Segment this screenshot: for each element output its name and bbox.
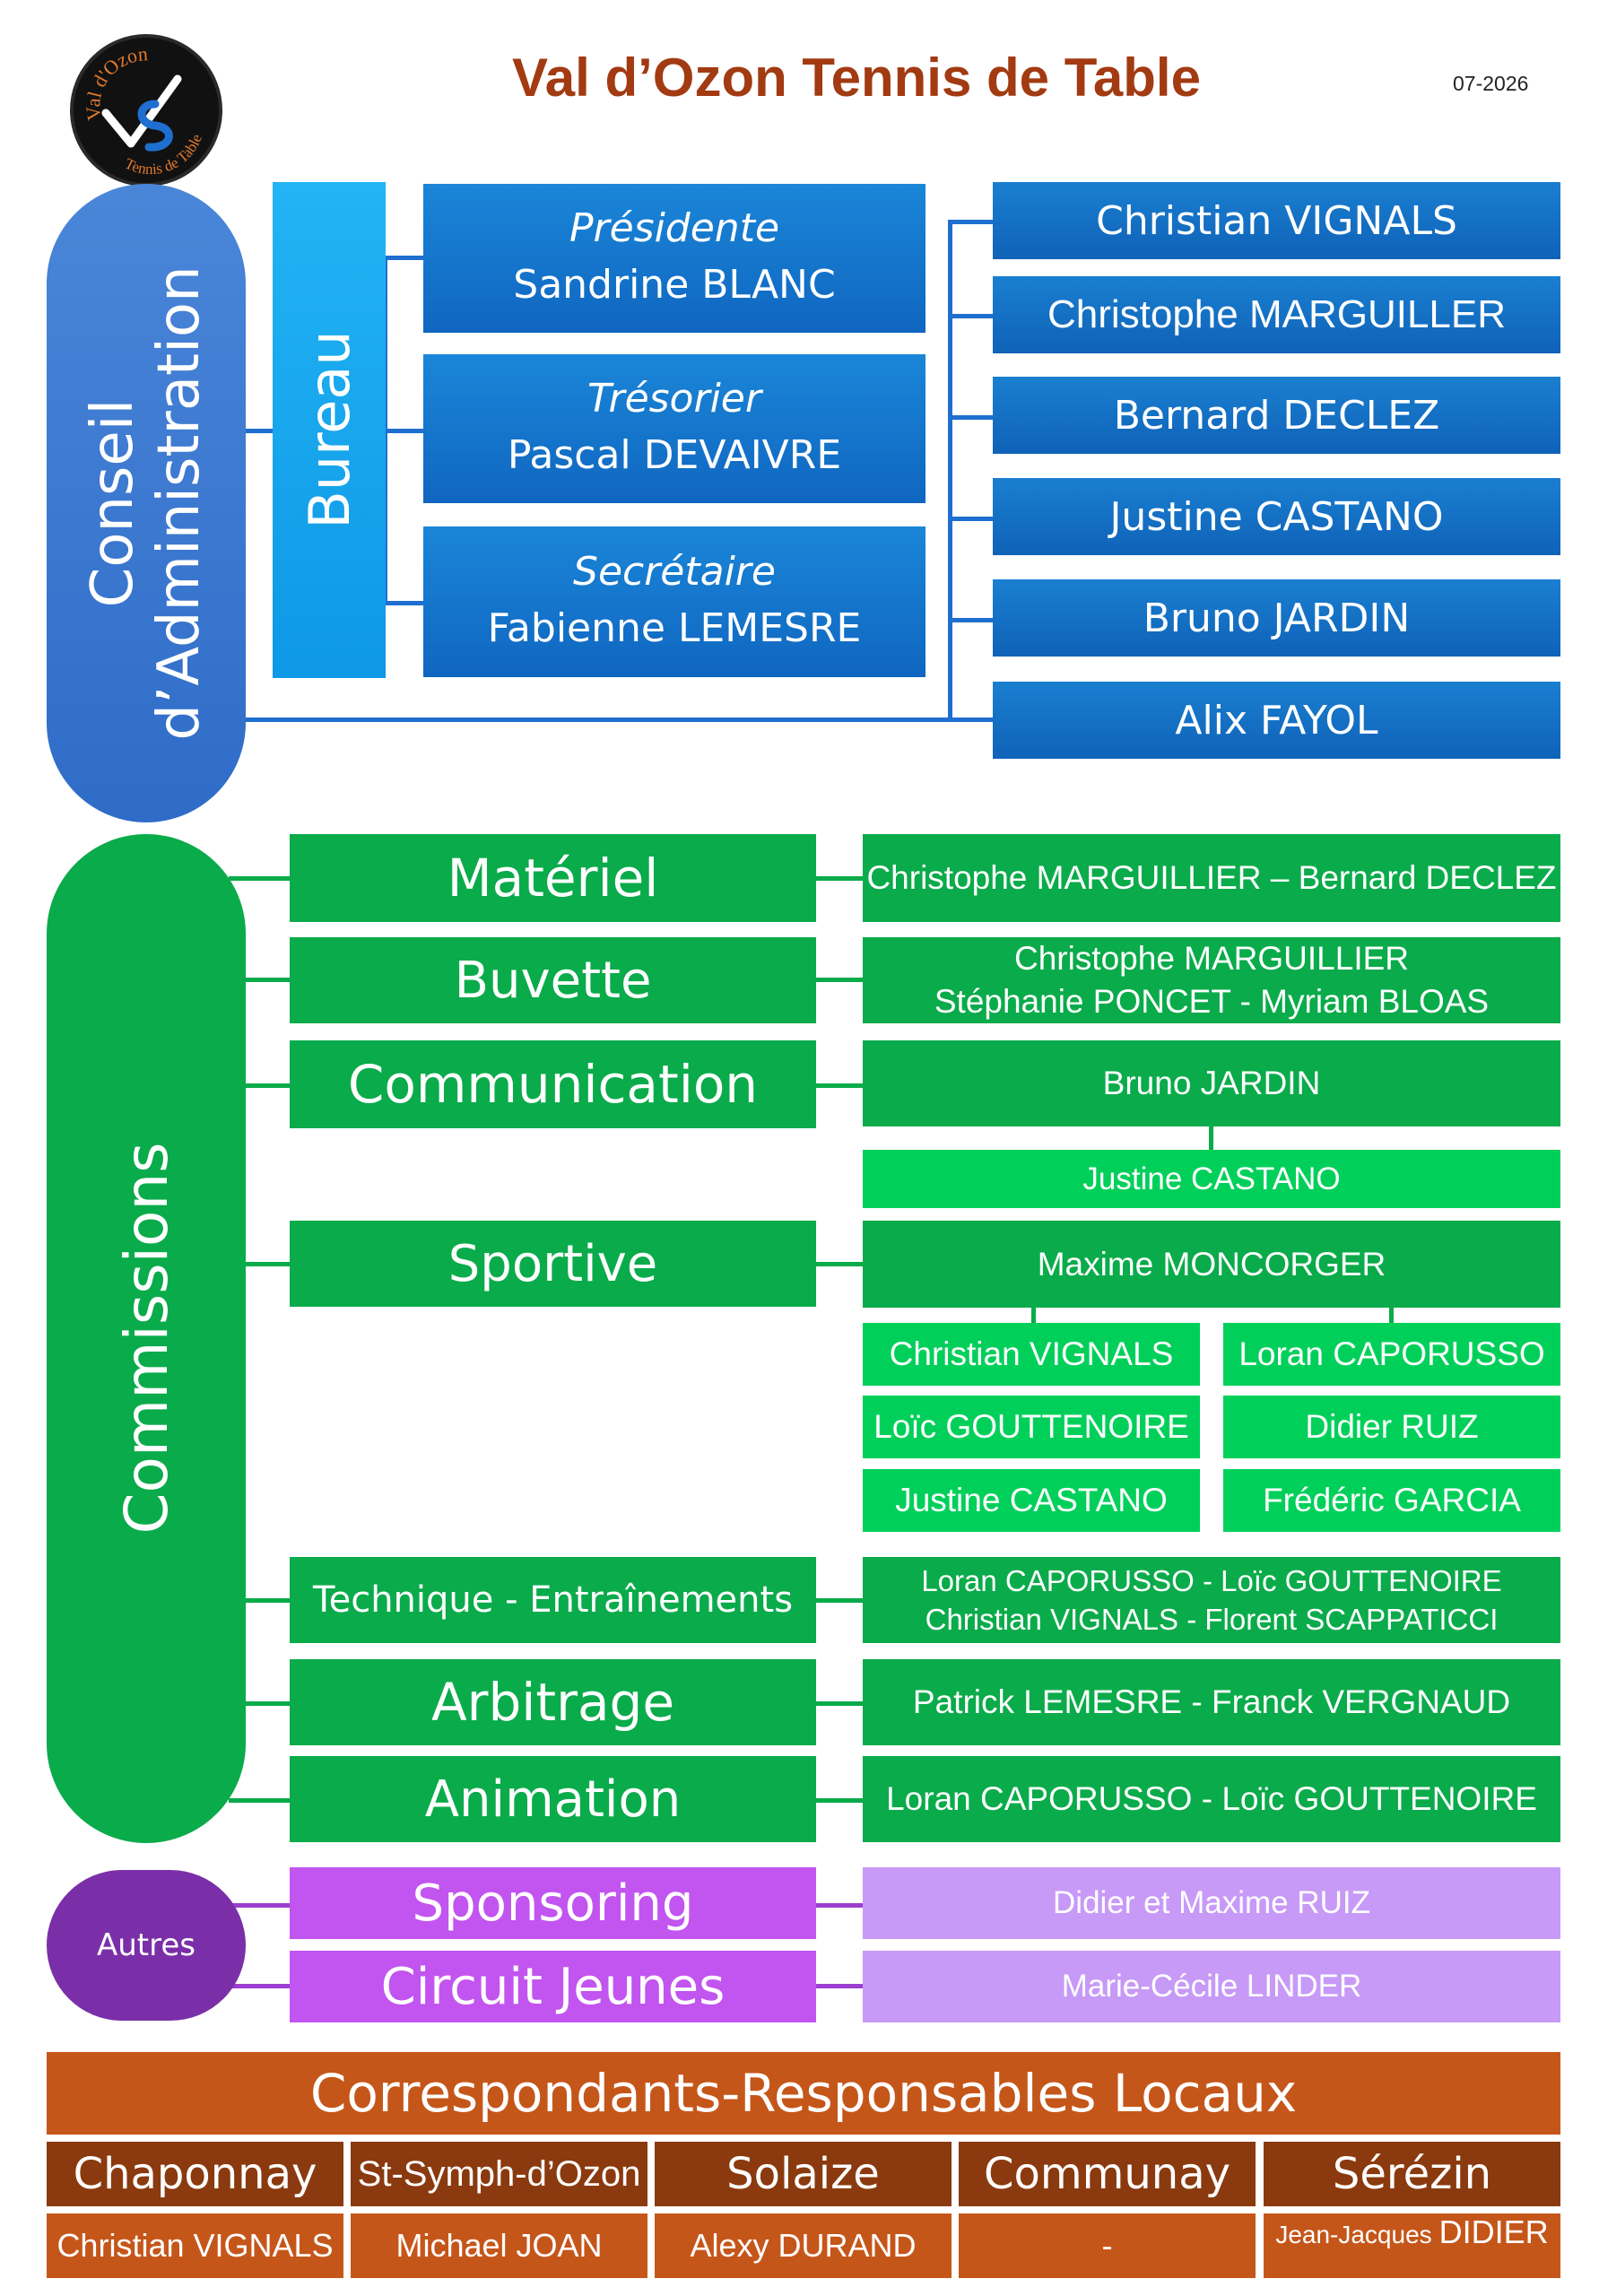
ca-member: Christian VIGNALS xyxy=(993,182,1560,259)
autres-circuit-jeunes: Circuit Jeunes xyxy=(290,1951,816,2022)
materiel-members: Christophe MARGUILLIER – Bernard DECLEZ xyxy=(863,834,1560,922)
town-chaponnay: Chaponnay xyxy=(47,2142,343,2206)
correspondant-name: Alexy DURAND xyxy=(655,2213,952,2278)
sportive-member: Didier RUIZ xyxy=(1223,1396,1560,1458)
ca-member: Alix FAYOL xyxy=(993,682,1560,759)
page-title: Val d’Ozon Tennis de Table xyxy=(512,48,1201,108)
correspondant-name: Christian VIGNALS xyxy=(47,2213,343,2278)
ca-member: Bernard DECLEZ xyxy=(993,377,1560,454)
conseil-administration-pill: Conseil d’Administration xyxy=(47,184,246,822)
commission-buvette: Buvette xyxy=(290,937,816,1023)
sportive-member: Loïc GOUTTENOIRE xyxy=(863,1396,1200,1458)
club-logo: Val d'Ozon Tennis de Table xyxy=(70,34,222,187)
sportive-member: Christian VIGNALS xyxy=(863,1323,1200,1386)
correspondants-title: Correspondants-Responsables Locaux xyxy=(47,2052,1560,2135)
bureau-label: Bureau xyxy=(296,330,362,529)
bureau-box: Bureau xyxy=(273,182,386,678)
commissions-label: Commissions xyxy=(111,1142,181,1535)
correspondant-name-prefix: Jean-Jacques xyxy=(1275,2221,1432,2248)
arbitrage-members: Patrick LEMESRE - Franck VERGNAUD xyxy=(863,1659,1560,1745)
technique-member-line: Loran CAPORUSSO - Loïc GOUTTENOIRE xyxy=(921,1564,1502,1597)
officer-name: Fabienne LEMESRE xyxy=(487,605,862,651)
conseil-label-line2: d’Administration xyxy=(146,265,213,741)
correspondant-name: DIDIER xyxy=(1438,2213,1549,2250)
sportive-member: Frédéric GARCIA xyxy=(1223,1469,1560,1532)
sportive-member: Justine CASTANO xyxy=(863,1469,1200,1532)
officer-role: Présidente xyxy=(569,205,780,251)
technique-members: Loran CAPORUSSO - Loïc GOUTTENOIRE Chris… xyxy=(863,1557,1560,1643)
circuit-jeunes-members: Marie-Cécile LINDER xyxy=(863,1951,1560,2022)
officer-secretaire: Secrétaire Fabienne LEMESRE xyxy=(423,526,926,677)
ca-member: Christophe MARGUILLER xyxy=(993,276,1560,353)
communication-lead: Bruno JARDIN xyxy=(863,1040,1560,1126)
communication-sub: Justine CASTANO xyxy=(863,1150,1560,1208)
officer-role: Secrétaire xyxy=(573,549,776,595)
correspondant-name: Michael JOAN xyxy=(351,2213,647,2278)
commission-technique: Technique - Entraînements xyxy=(290,1557,816,1643)
autres-sponsoring: Sponsoring xyxy=(290,1867,816,1939)
correspondant-name: - xyxy=(959,2213,1256,2278)
officer-presidente: Présidente Sandrine BLANC xyxy=(423,184,926,333)
officer-name: Pascal DEVAIVRE xyxy=(507,432,842,478)
officer-role: Trésorier xyxy=(587,376,761,422)
commissions-pill: Commissions xyxy=(47,834,246,1843)
sportive-member: Loran CAPORUSSO xyxy=(1223,1323,1560,1386)
town-solaize: Solaize xyxy=(655,2142,952,2206)
animation-members: Loran CAPORUSSO - Loïc GOUTTENOIRE xyxy=(863,1756,1560,1842)
commission-communication: Communication xyxy=(290,1040,816,1128)
commission-arbitrage: Arbitrage xyxy=(290,1659,816,1745)
technique-member-line: Christian VIGNALS - Florent SCAPPATICCI xyxy=(925,1603,1499,1636)
buvette-member-line: Stéphanie PONCET - Myriam BLOAS xyxy=(934,983,1490,1020)
document-date: 07-2026 xyxy=(1453,72,1529,95)
officer-name: Sandrine BLANC xyxy=(513,262,836,308)
autres-label: Autres xyxy=(96,1927,196,1963)
town-st-symph: St-Symph-d’Ozon xyxy=(351,2142,647,2206)
town-communay: Communay xyxy=(959,2142,1256,2206)
sponsoring-members: Didier et Maxime RUIZ xyxy=(863,1867,1560,1939)
town-serezin: Sérézin xyxy=(1264,2142,1560,2206)
ca-member: Bruno JARDIN xyxy=(993,579,1560,657)
officer-tresorier: Trésorier Pascal DEVAIVRE xyxy=(423,354,926,503)
buvette-member-line: Christophe MARGUILLIER xyxy=(1013,940,1410,977)
buvette-members: Christophe MARGUILLIER Stéphanie PONCET … xyxy=(863,937,1560,1023)
commission-materiel: Matériel xyxy=(290,834,816,922)
commission-sportive: Sportive xyxy=(290,1221,816,1307)
commission-animation: Animation xyxy=(290,1756,816,1842)
sportive-lead: Maxime MONCORGER xyxy=(863,1221,1560,1308)
correspondant-serezin: Jean-Jacques DIDIER xyxy=(1264,2213,1560,2278)
ca-member: Justine CASTANO xyxy=(993,478,1560,555)
autres-pill: Autres xyxy=(47,1870,246,2021)
conseil-label-line1: Conseil xyxy=(80,398,146,608)
